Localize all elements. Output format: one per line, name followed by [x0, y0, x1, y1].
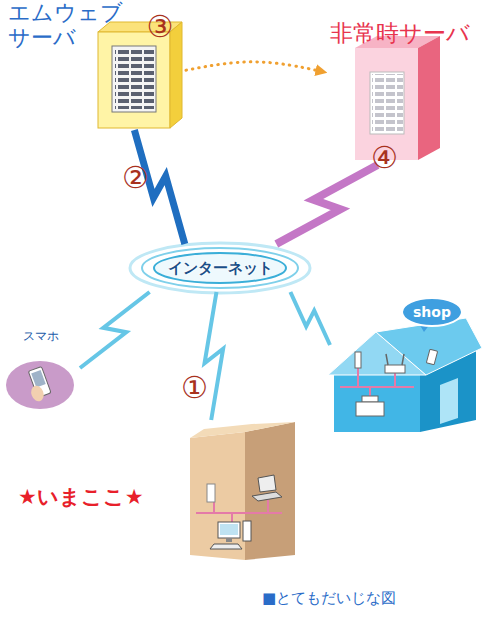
backup-server-node: 非常時サーバ — [325, 20, 475, 165]
main-server-illustration-part — [98, 32, 170, 128]
shop-illustration-part — [334, 372, 420, 432]
server-name: 非常時サーバ — [325, 20, 475, 46]
backup-server-illustration-part — [370, 72, 404, 134]
house-illustration-part — [245, 422, 295, 560]
main-server-illustration-part — [112, 46, 156, 112]
callout-number: ④ — [371, 141, 398, 175]
internet-rings — [130, 243, 310, 293]
failover-arrow — [186, 62, 325, 72]
house-illustration — [190, 422, 295, 560]
mobile-link — [80, 292, 150, 368]
smartphone-illustration — [6, 361, 74, 409]
server-node: エムウェブ サーバ③ — [8, 0, 186, 130]
shop-node: shop — [330, 296, 480, 436]
shop-illustration-part — [356, 402, 384, 416]
callout-number: ① — [181, 371, 208, 405]
house-illustration-part — [252, 492, 282, 501]
house-illustration-part — [218, 522, 240, 538]
smartphone-node: スマホ — [2, 328, 80, 408]
network-name: インターネット — [132, 258, 308, 278]
backup-server-illustration-part — [372, 74, 403, 132]
internet-rings-part — [130, 243, 310, 293]
backup-server-illustration-part — [418, 36, 440, 160]
backup-link — [276, 165, 377, 244]
house-illustration-part — [190, 432, 245, 560]
house-illustration-part — [220, 524, 238, 535]
server-name: エムウェブ サーバ — [8, 0, 132, 50]
shop-illustration-part — [362, 396, 378, 402]
main-server-illustration-part — [115, 49, 154, 109]
house-illustration-part — [207, 484, 215, 502]
shop-illustration-part — [426, 349, 437, 365]
house-illustration-part — [243, 521, 251, 541]
house-illustration-part — [226, 538, 232, 542]
house-illustration-part — [258, 475, 276, 492]
shop-link — [290, 292, 330, 345]
internet-node: インターネット — [132, 244, 308, 292]
house-illustration-part — [190, 422, 295, 438]
house-illustration-part — [210, 544, 242, 549]
callout-number: ② — [122, 161, 149, 195]
shop-illustration-part — [385, 365, 405, 373]
shop-illustration-part — [355, 352, 361, 368]
shop-sign: shop — [402, 303, 462, 321]
smartphone-illustration-part — [24, 367, 53, 404]
smartphone-illustration-part-part — [29, 384, 46, 403]
shop-illustration-part — [386, 354, 404, 365]
caption: ■とてもだいじな図 — [262, 588, 396, 608]
location-label: ★いまここ★ — [18, 484, 190, 510]
house-node: ★いまここ★ — [18, 420, 298, 562]
smartphone-illustration-part-part — [31, 370, 46, 388]
smartphone-illustration-part — [6, 361, 74, 409]
shop-illustration-part — [440, 378, 458, 424]
device-name: スマホ — [2, 328, 80, 344]
shop-illustration-part — [402, 298, 462, 326]
shop-illustration — [328, 298, 482, 432]
callout-number: ③ — [140, 10, 180, 44]
